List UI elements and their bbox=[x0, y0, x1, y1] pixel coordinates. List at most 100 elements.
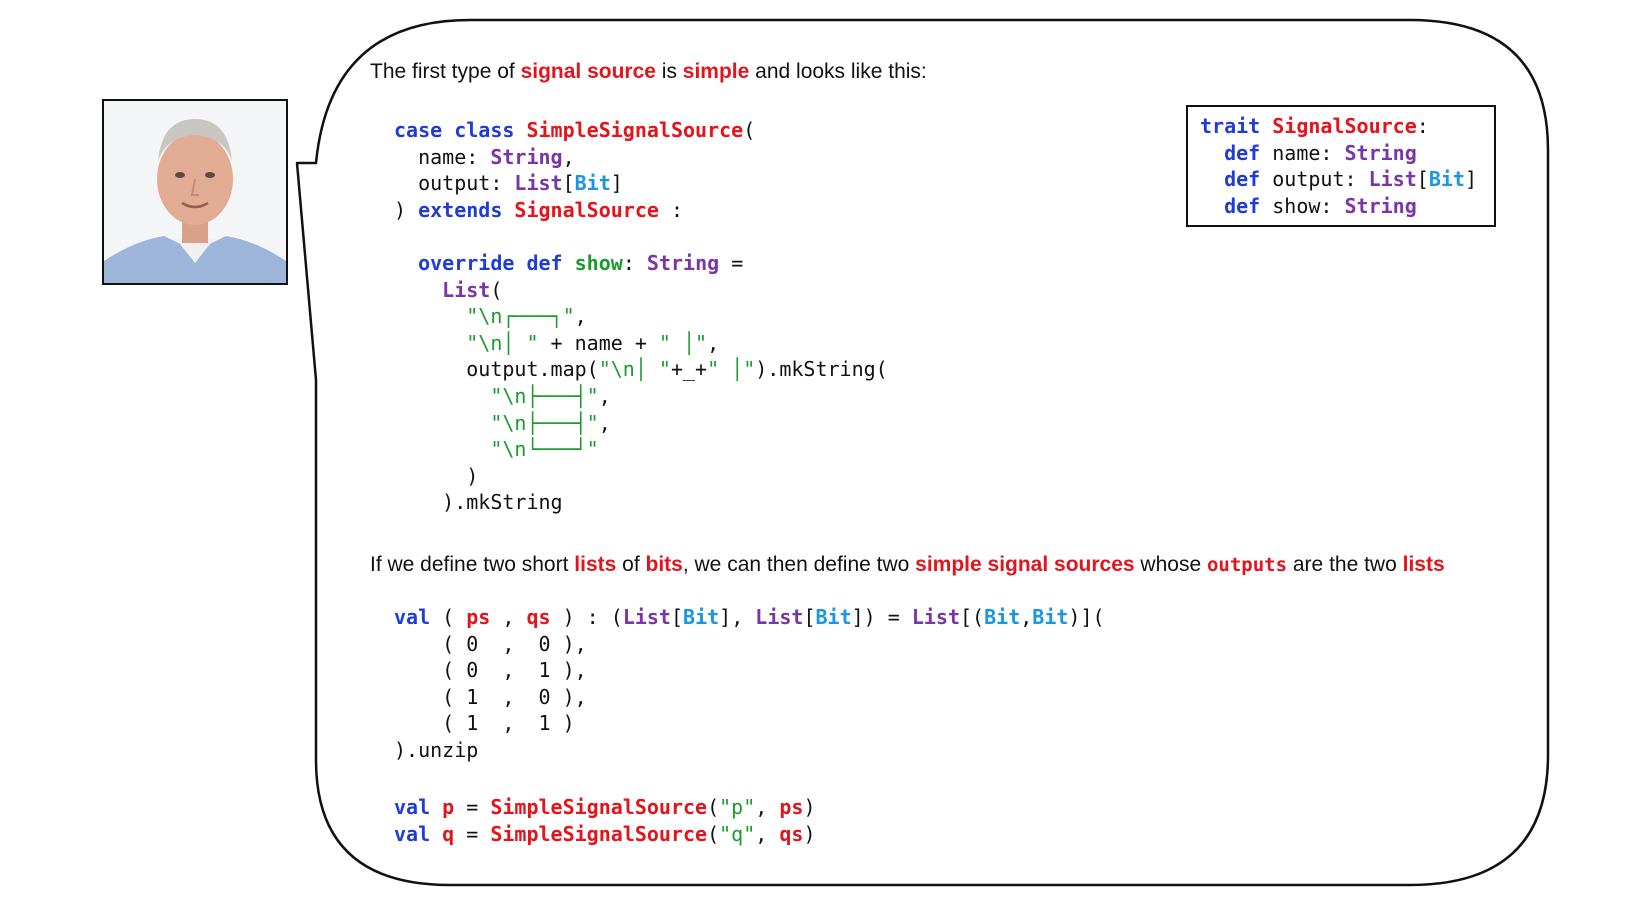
val-code-line: ( 0 , 1 ), bbox=[394, 657, 1105, 684]
middle-text: of bbox=[616, 553, 646, 576]
class-code-token: : bbox=[658, 197, 684, 222]
def-code-token: SimpleSignalSource bbox=[490, 821, 708, 846]
trait-code-token: ] bbox=[1464, 167, 1477, 192]
class-code-token: List bbox=[442, 277, 491, 302]
intro-text: The first type of bbox=[370, 60, 521, 83]
class-code-token: ( bbox=[743, 118, 756, 142]
class-code-line: ) bbox=[394, 463, 888, 490]
class-code-token: , bbox=[574, 304, 587, 329]
trait-code-token: Bit bbox=[1428, 167, 1465, 192]
trait-code-token: def bbox=[1224, 193, 1261, 218]
class-code-line: "\n└───┘" bbox=[394, 436, 888, 463]
def-code-token: ) bbox=[803, 821, 816, 846]
intro-sentence: The first type of signal source is simpl… bbox=[370, 59, 927, 85]
class-code-token bbox=[394, 384, 490, 408]
class-code-line: "\n├───┤", bbox=[394, 410, 888, 437]
class-code-token: = bbox=[719, 250, 744, 275]
def-code-token: ( bbox=[707, 821, 720, 846]
trait-signal-source-box: trait SignalSource: def name: String def… bbox=[1186, 105, 1496, 227]
val-code-token: [( bbox=[960, 605, 985, 629]
val-code-line: ( 1 , 0 ), bbox=[394, 684, 1105, 711]
trait-code-line: trait SignalSource: bbox=[1200, 113, 1494, 140]
class-code-token: +_+ bbox=[670, 357, 708, 382]
val-code-token: ) : ( bbox=[550, 605, 623, 629]
val-code-token: ( 1 , 0 ), bbox=[394, 684, 587, 709]
trait-code-token: List bbox=[1368, 167, 1417, 192]
class-code-line bbox=[394, 223, 888, 250]
val-code-token: )]( bbox=[1068, 605, 1105, 629]
val-code-token: [ bbox=[803, 605, 816, 629]
middle-text: If we define two short bbox=[370, 553, 575, 576]
class-code-token bbox=[394, 437, 490, 461]
class-code-line: output: List[Bit] bbox=[394, 170, 888, 197]
def-code-line: val p = SimpleSignalSource("p", ps) bbox=[394, 794, 816, 821]
class-code-token: , bbox=[562, 144, 575, 169]
class-code-token: ).mkString bbox=[394, 490, 563, 515]
class-code-token: , bbox=[598, 410, 611, 435]
class-code-token: case class bbox=[394, 118, 515, 142]
middle-highlight-bits: bits bbox=[645, 553, 683, 576]
class-code-token: show bbox=[562, 250, 623, 275]
val-code-token: Bit bbox=[683, 605, 720, 629]
def-code-token: ) bbox=[803, 795, 816, 819]
class-code-token: override def bbox=[418, 250, 563, 275]
class-code-token: "\n└───┘" bbox=[490, 437, 599, 462]
class-code-line: output.map("\n│ "+_+" │").mkString( bbox=[394, 356, 888, 383]
class-code-token: "\n│ " bbox=[466, 330, 539, 355]
signal-source-definitions-code: val p = SimpleSignalSource("p", ps)val q… bbox=[394, 794, 816, 847]
val-code-line: ).unzip bbox=[394, 737, 1105, 764]
def-code-token: "q" bbox=[719, 821, 756, 846]
class-code-line: override def show: String = bbox=[394, 250, 888, 277]
class-code-token: ).mkString( bbox=[755, 357, 888, 382]
def-code-token: , bbox=[755, 821, 780, 846]
trait-code-token: String bbox=[1344, 140, 1417, 165]
class-code-line: ) extends SignalSource : bbox=[394, 197, 888, 224]
class-code-line: name: String, bbox=[394, 144, 888, 171]
middle-highlight-simple-signal-sources: simple signal sources bbox=[915, 553, 1135, 576]
trait-code-token: output: bbox=[1260, 167, 1369, 192]
val-code-line: val ( ps , qs ) : (List[Bit], List[Bit])… bbox=[394, 604, 1105, 631]
class-code-token: [ bbox=[562, 171, 575, 196]
middle-highlight-outputs: outputs bbox=[1206, 554, 1288, 576]
class-code-token: SignalSource bbox=[502, 197, 659, 222]
middle-text: whose bbox=[1134, 553, 1207, 576]
simple-signal-source-code: case class SimpleSignalSource( name: Str… bbox=[394, 117, 888, 516]
def-code-token: "p" bbox=[719, 795, 756, 819]
val-code-token: List bbox=[622, 605, 671, 629]
trait-code-token bbox=[1200, 141, 1224, 165]
trait-code-token: trait bbox=[1200, 114, 1261, 138]
val-code-token: , bbox=[490, 605, 527, 629]
def-code-token: = bbox=[454, 821, 491, 846]
val-code-token: List bbox=[755, 605, 804, 629]
val-code-token: ], bbox=[719, 605, 756, 629]
class-code-token: + name + bbox=[538, 330, 659, 355]
class-code-token: Bit bbox=[574, 171, 611, 196]
middle-text: , we can then define two bbox=[682, 553, 916, 576]
trait-code-token: name: bbox=[1260, 140, 1345, 165]
val-code-token: [ bbox=[670, 605, 684, 629]
class-code-token: ) bbox=[394, 197, 419, 222]
val-code-token: , bbox=[1020, 605, 1033, 629]
middle-highlight-lists: lists bbox=[1402, 553, 1445, 576]
trait-code-token: def bbox=[1224, 140, 1261, 165]
val-code-token: ( 1 , 1 ) bbox=[394, 711, 575, 736]
middle-text: are the two bbox=[1287, 553, 1403, 576]
trait-code-token: show: bbox=[1260, 193, 1345, 218]
def-code-token: ( bbox=[707, 795, 720, 819]
val-code-line: ( 1 , 1 ) bbox=[394, 710, 1105, 737]
val-code-token: val bbox=[394, 605, 431, 629]
class-code-token: String bbox=[646, 250, 720, 275]
def-code-line: val q = SimpleSignalSource("q", qs) bbox=[394, 821, 816, 848]
class-code-token: ( bbox=[490, 277, 503, 302]
def-code-token: val bbox=[394, 795, 431, 819]
class-code-token: "\n├───┤" bbox=[490, 383, 599, 408]
val-code-token: ).unzip bbox=[394, 737, 479, 762]
val-code-token: ]) = bbox=[851, 605, 912, 629]
val-code-token: qs bbox=[526, 605, 551, 629]
def-code-token: = bbox=[454, 795, 491, 819]
class-code-token bbox=[394, 304, 466, 328]
middle-sentence: If we define two short lists of bits, we… bbox=[370, 552, 1445, 578]
class-code-token: output.map( bbox=[394, 357, 599, 382]
intro-text: and looks like this: bbox=[749, 60, 927, 83]
val-code-token: ( 0 , 1 ), bbox=[394, 658, 587, 683]
